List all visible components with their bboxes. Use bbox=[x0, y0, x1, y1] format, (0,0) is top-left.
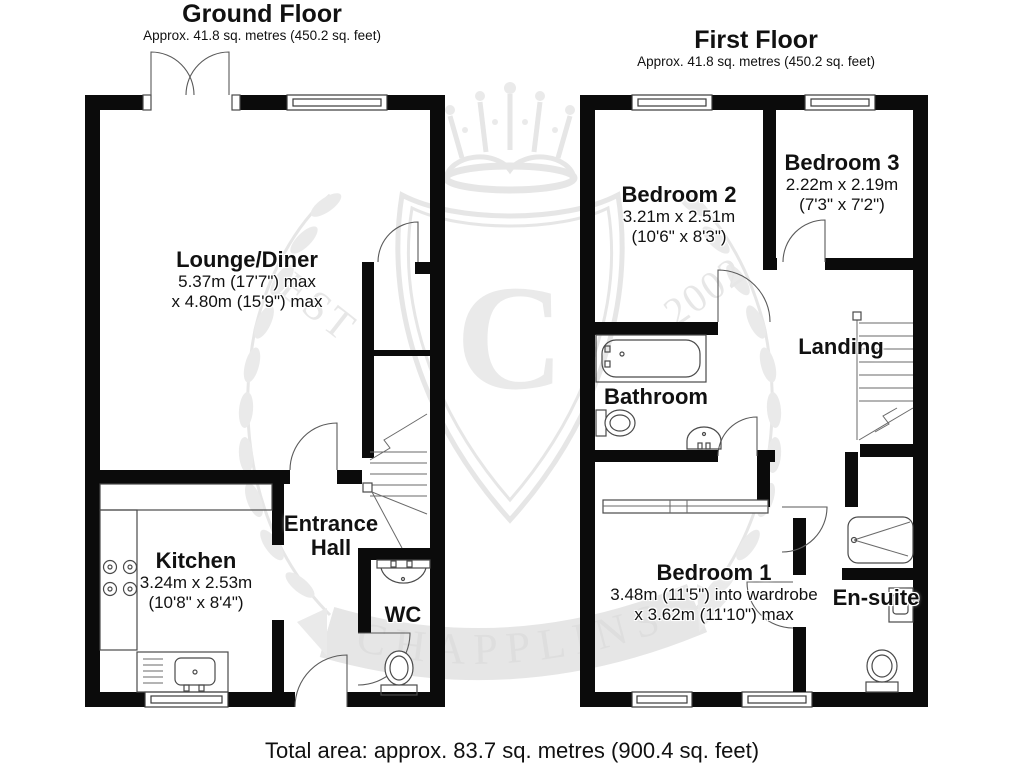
watermark-monogram: C bbox=[456, 255, 564, 421]
bath-icon bbox=[595, 334, 707, 383]
french-door-icon bbox=[142, 51, 241, 111]
hob-icon bbox=[102, 559, 138, 597]
ground-floor-plan bbox=[85, 51, 445, 708]
room-label-entrance-hall: Entrance Hall bbox=[283, 511, 379, 560]
kitchen-counter bbox=[99, 483, 273, 693]
crown-icon bbox=[442, 82, 578, 194]
kitchen-sink-icon bbox=[143, 657, 216, 692]
room-label-kitchen: Kitchen 3.24m x 2.53m (10'8" x 8'4") bbox=[139, 548, 253, 613]
ensuite-toilet-icon bbox=[865, 649, 899, 693]
room-label-lounge: Lounge/Diner 5.37m (17'7") max x 4.80m (… bbox=[171, 247, 323, 312]
room-label-wc: WC bbox=[384, 602, 422, 627]
ground-floor-title: Ground Floor bbox=[182, 0, 342, 28]
wardrobe bbox=[602, 499, 769, 514]
room-label-bedroom2: Bedroom 2 3.21m x 2.51m (10'6" x 8'3") bbox=[621, 182, 737, 247]
room-label-ensuite: En-suite bbox=[832, 585, 920, 610]
gf-interior-walls bbox=[100, 262, 445, 692]
bathroom-basin-icon bbox=[686, 426, 722, 450]
ground-floor-area: Approx. 41.8 sq. metres (450.2 sq. feet) bbox=[143, 28, 381, 43]
ground-floor-title-block: Ground Floor Approx. 41.8 sq. metres (45… bbox=[143, 1, 381, 44]
room-label-bedroom3: Bedroom 3 2.22m x 2.19m (7'3" x 7'2") bbox=[784, 150, 900, 215]
first-floor-area: Approx. 41.8 sq. metres (450.2 sq. feet) bbox=[637, 54, 875, 69]
wc-toilet-icon bbox=[380, 650, 418, 696]
front-door-icon bbox=[294, 654, 348, 708]
room-label-bedroom1: Bedroom 1 3.48m (11'5") into wardrobe x … bbox=[610, 560, 818, 625]
shower-icon bbox=[847, 516, 914, 564]
ff-stairs-icon bbox=[852, 311, 914, 441]
window-icon bbox=[631, 94, 876, 708]
first-floor-title-block: First Floor Approx. 41.8 sq. metres (450… bbox=[637, 27, 875, 70]
room-label-landing: Landing bbox=[798, 334, 884, 359]
wc-sink-icon bbox=[376, 559, 431, 584]
first-floor-plan bbox=[580, 94, 928, 708]
window-icon bbox=[144, 94, 388, 708]
total-area-text: Total area: approx. 83.7 sq. metres (900… bbox=[264, 738, 760, 763]
bathroom-toilet-icon bbox=[595, 409, 636, 437]
first-floor-title: First Floor bbox=[694, 26, 818, 54]
ensuite-sink-icon bbox=[888, 587, 914, 623]
room-label-bathroom: Bathroom bbox=[604, 384, 708, 409]
